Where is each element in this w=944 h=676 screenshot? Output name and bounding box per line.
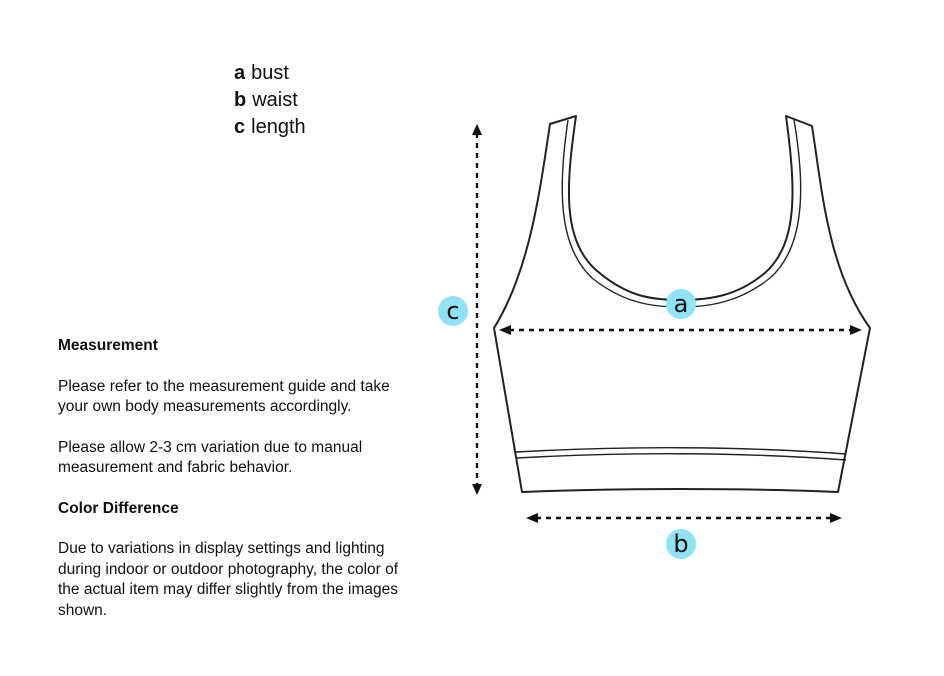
legend-label: waist <box>252 89 298 111</box>
measurement-paragraph-2: Please allow 2-3 cm variation due to man… <box>58 438 363 477</box>
dimension-arrows <box>472 124 862 523</box>
marker-a: a <box>666 289 696 319</box>
bust-arrow-head-right <box>850 325 862 335</box>
underband-seam-top <box>515 447 847 455</box>
measurement-paragraph-1: Please refer to the measurement guide an… <box>58 377 390 416</box>
info-panel: Measurement Please refer to the measurem… <box>58 336 408 641</box>
marker-label: a <box>674 290 689 318</box>
waist-arrow-head-left <box>526 513 538 523</box>
legend-key: a <box>234 62 246 84</box>
marker-circle <box>666 529 696 559</box>
legend-key: b <box>234 89 247 111</box>
length-arrow-head-top <box>472 124 482 135</box>
color-difference-heading: Color Difference <box>58 499 179 517</box>
marker-b: b <box>666 529 696 559</box>
bust-arrow-head-left <box>499 325 511 335</box>
legend-label: bust <box>251 62 289 84</box>
marker-label: c <box>446 297 459 325</box>
marker-circle <box>438 296 468 326</box>
marker-circle <box>666 289 696 319</box>
marker-c: c <box>438 296 468 326</box>
legend-label: length <box>251 116 306 138</box>
legend-key: c <box>234 116 246 138</box>
color-difference-paragraph: Due to variations in display settings an… <box>58 540 399 619</box>
length-arrow-head-bottom <box>472 484 482 495</box>
waist-arrow-head-right <box>830 513 842 523</box>
measurement-heading: Measurement <box>58 337 158 354</box>
marker-label: b <box>673 530 688 558</box>
underband-seam-bottom <box>516 453 847 461</box>
